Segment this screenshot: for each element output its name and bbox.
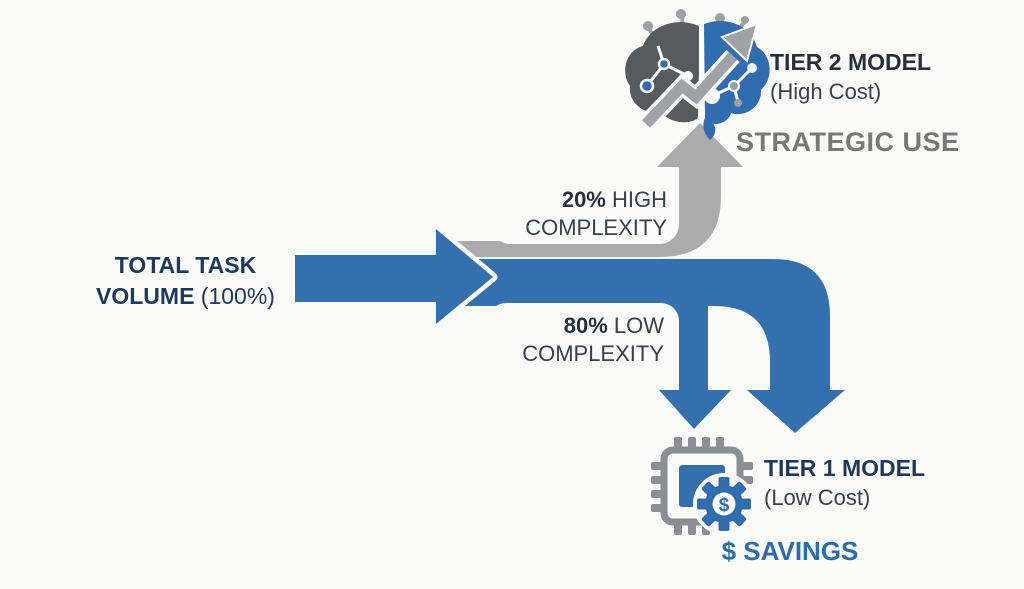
chip-icon: $: [651, 437, 755, 535]
high-complexity-label: 20% HIGH COMPLEXITY: [525, 187, 667, 240]
source-line1: TOTAL TASK: [114, 252, 257, 278]
high-complexity-label-box: [492, 170, 678, 244]
high-complexity-flow: [450, 123, 743, 257]
low-complexity-label: 80% LOW COMPLEXITY: [522, 313, 664, 366]
tier1-title: TIER 1 MODEL: [764, 455, 926, 481]
low-complexity-flow: [450, 259, 845, 433]
tier1-model-label: TIER 1 MODEL (Low Cost): [764, 453, 925, 513]
main-flow-arrow: [295, 229, 493, 324]
tier2-subtitle: (High Cost): [770, 79, 882, 104]
brain-stem: [703, 118, 716, 140]
source-line2: VOLUME (100%): [96, 283, 275, 309]
tier2-model-label: TIER 2 MODEL (High Cost): [770, 47, 931, 107]
growth-arrow-icon: [639, 22, 759, 131]
brain-network-icon: [625, 9, 770, 140]
dollar-glyph: $: [719, 495, 730, 516]
tier1-subtitle: (Low Cost): [764, 485, 871, 510]
tier2-title: TIER 2 MODEL: [770, 49, 932, 75]
dollar-gear-icon: $: [693, 473, 755, 535]
savings-caption: $ SAVINGS: [721, 536, 859, 566]
low-complexity-label-box: [488, 303, 679, 367]
total-task-volume-label: TOTAL TASK VOLUME (100%): [78, 250, 293, 312]
brain-right-hemisphere: [704, 20, 770, 124]
strategic-use-caption: STRATEGIC USE: [736, 127, 960, 157]
